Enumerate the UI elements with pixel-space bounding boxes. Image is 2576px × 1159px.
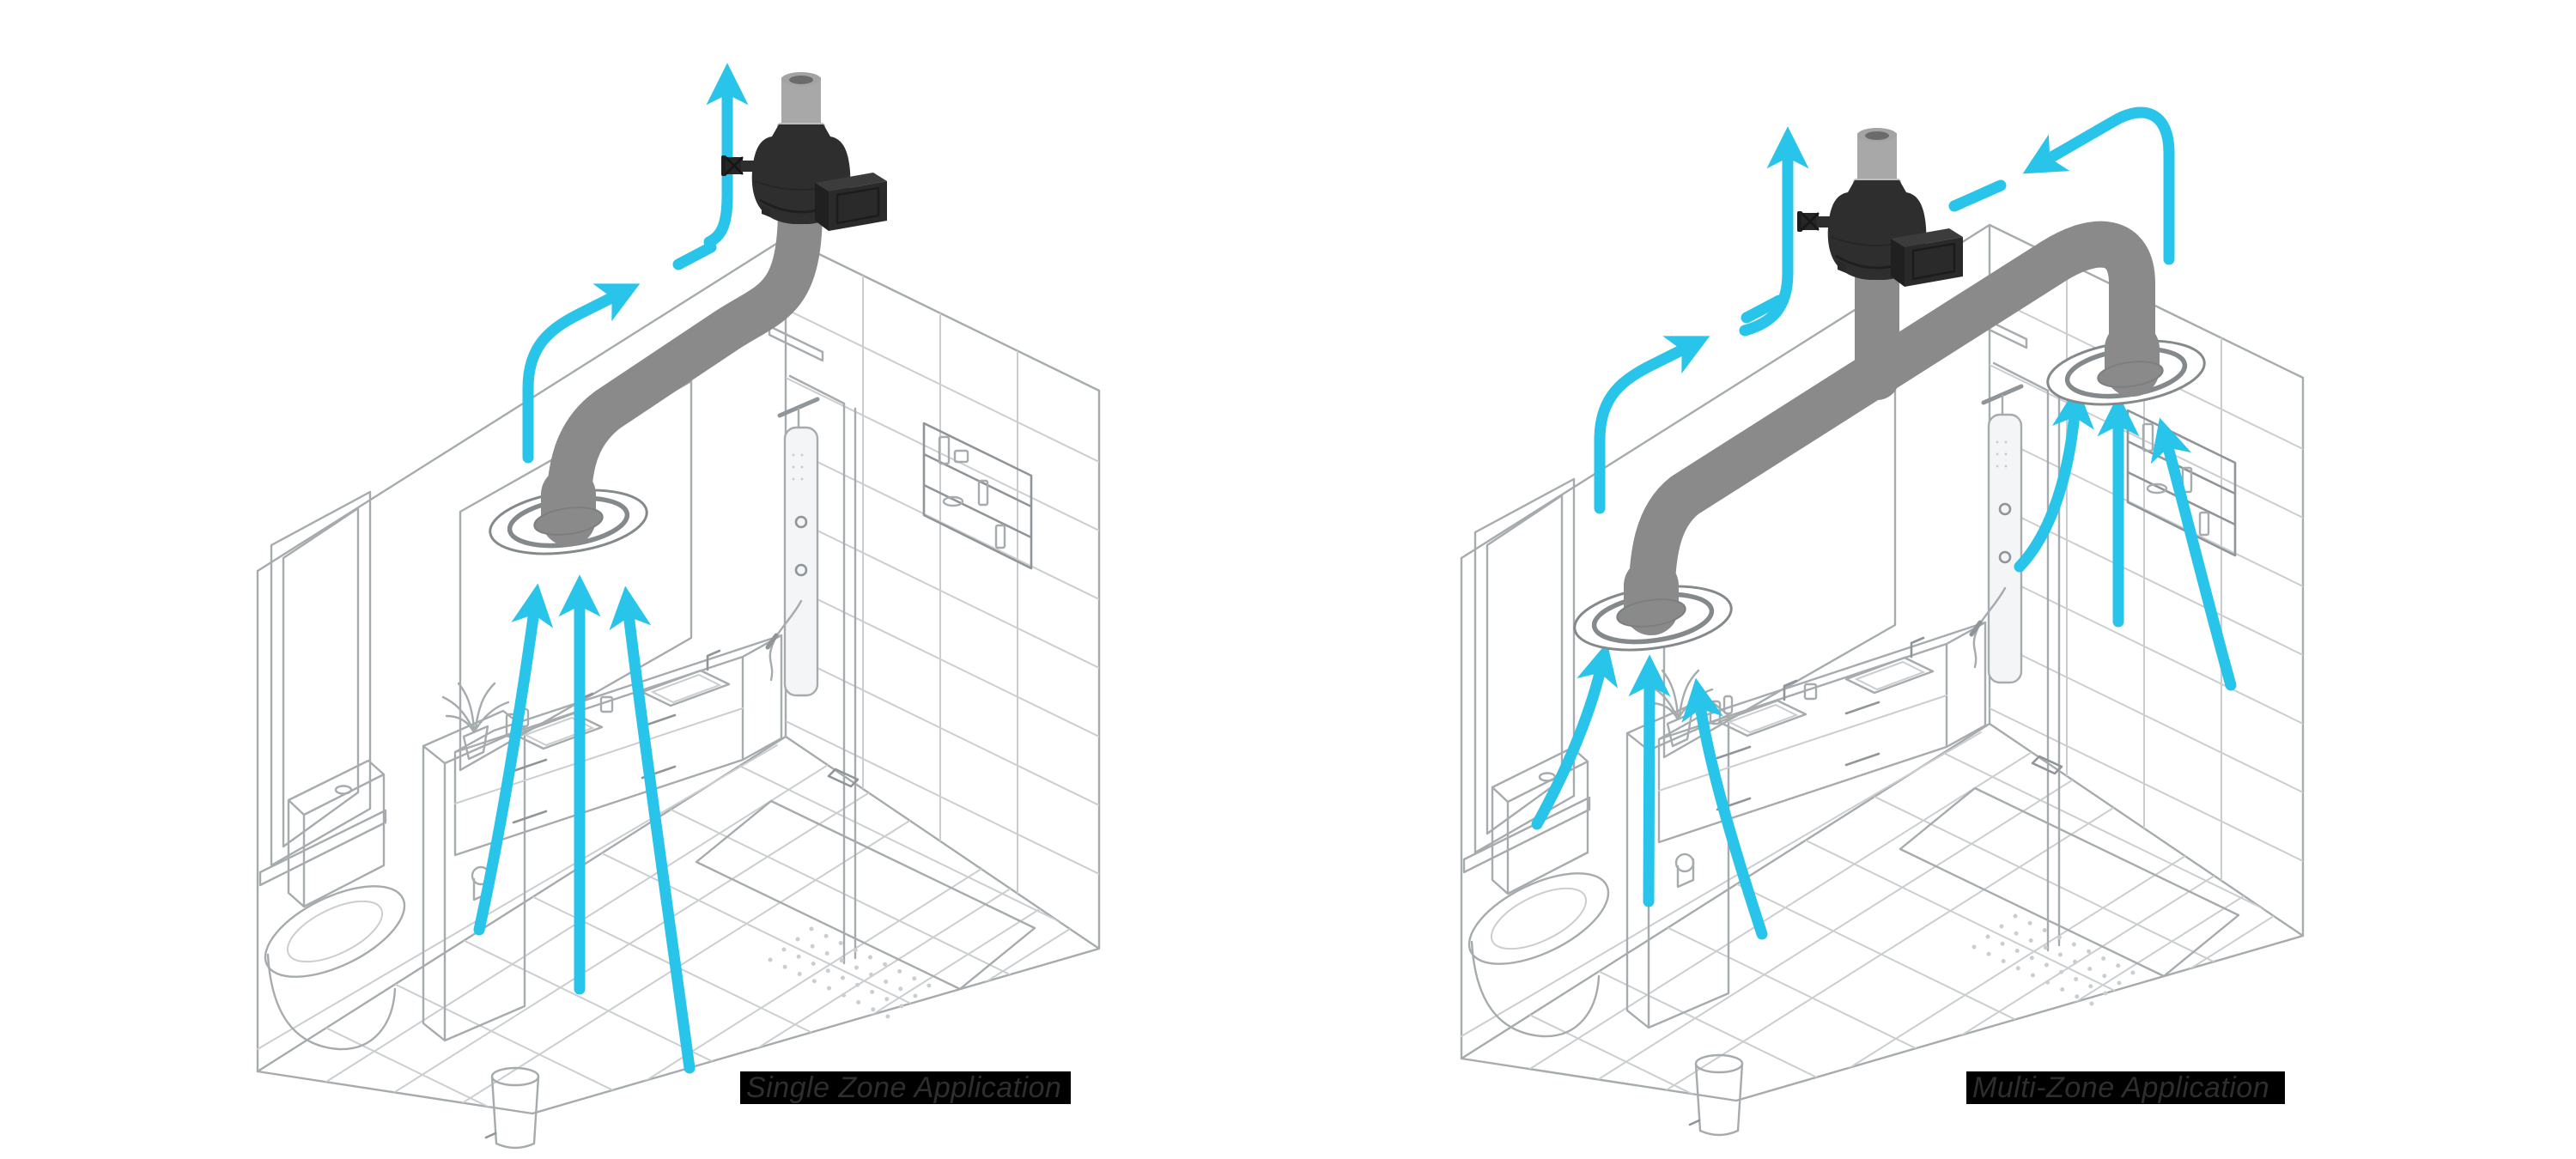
caption-single-zone-label: Single Zone Application	[746, 1071, 1062, 1104]
airflow-arrow	[1531, 642, 1619, 830]
airflow-arrows	[473, 63, 749, 1074]
bathroom-room	[0, 238, 1785, 1159]
inline-duct-fan	[1795, 179, 1965, 288]
airflow-arrow	[1739, 126, 1809, 337]
airflow-arrow	[609, 586, 696, 1074]
vent-mouth	[2097, 361, 2164, 388]
single-zone-diagram	[0, 63, 1785, 1159]
caption-multi-zone: Multi-Zone Application	[1966, 1071, 2285, 1104]
airflow-arrow	[2022, 106, 2175, 265]
airflow-arrow-dash	[672, 241, 717, 270]
inline-duct-fan	[720, 123, 889, 233]
airflow-arrow	[473, 583, 554, 936]
multi-zone-diagram	[1167, 106, 2576, 1159]
vent-mouth	[1616, 598, 1686, 628]
airflow-arrow	[1594, 336, 1710, 514]
airflow-arrow	[2014, 385, 2094, 573]
airflow-arrow	[1681, 677, 1768, 940]
airflow-arrow	[2150, 417, 2237, 691]
duct-run	[546, 185, 823, 537]
airflow-arrow	[703, 63, 749, 248]
airflow-arrow-dash	[1948, 179, 2007, 212]
airflow-arrow	[522, 283, 641, 464]
airflow-arrows	[1531, 106, 2237, 940]
caption-multi-zone-label: Multi-Zone Application	[1972, 1071, 2270, 1104]
caption-single-zone: Single Zone Application	[740, 1071, 1071, 1104]
airflow-arrow-dash	[1741, 294, 1785, 324]
vent-mouth	[533, 507, 604, 536]
